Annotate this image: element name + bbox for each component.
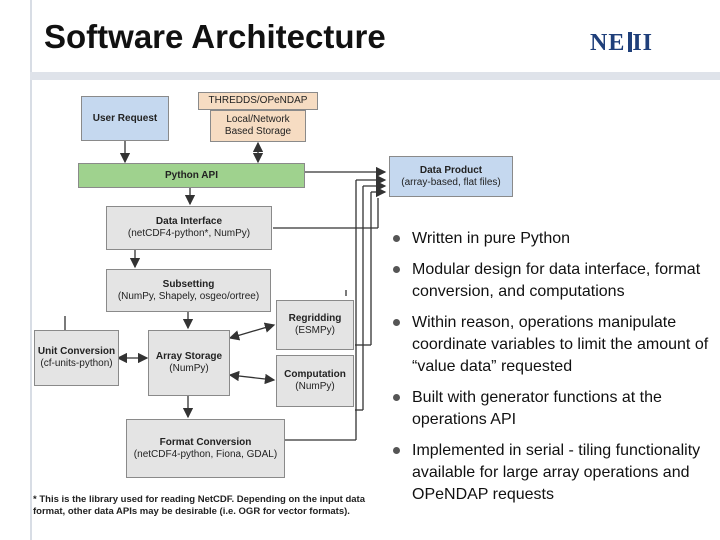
thredds-box: THREDDS/OPeNDAP	[198, 92, 318, 110]
bullet-text: Within reason, operations manipulate coo…	[412, 314, 709, 375]
data-interface-sub: (netCDF4-python*, NumPy)	[127, 228, 251, 239]
logo-text-2: II	[632, 30, 654, 56]
bullet-dot-icon	[393, 235, 400, 242]
thredds-label: THREDDS/OPeNDAP	[208, 95, 308, 106]
bullet-dot-icon	[393, 266, 400, 273]
data-product-sub: (array-based, flat files)	[401, 176, 501, 188]
data-interface-title: Data Interface	[155, 216, 223, 227]
logo-bar-icon	[628, 32, 633, 52]
slide-title: Software Architecture	[44, 18, 386, 55]
logo-text: NE	[590, 30, 626, 56]
computation-sub: (NumPy)	[295, 381, 335, 392]
regridding-title: Regridding	[288, 313, 342, 324]
format-conversion-box: Format Conversion (netCDF4-python, Fiona…	[126, 419, 285, 478]
unit-conversion-sub: (cf-units-python)	[40, 358, 113, 369]
bullet-text: Implemented in serial - tiling functiona…	[412, 442, 701, 503]
data-product-box: Data Product (array-based, flat files)	[389, 156, 513, 197]
slide-left-rule	[30, 0, 32, 540]
unit-conversion-title: Unit Conversion	[37, 346, 116, 357]
user-request-label: User Request	[92, 112, 158, 124]
bullet-text: Built with generator functions at the op…	[412, 389, 662, 428]
python-api-box: Python API	[78, 163, 305, 188]
bullet-list: Written in pure Python Modular design fo…	[390, 228, 715, 515]
bullet-item: Written in pure Python	[390, 228, 715, 250]
bullet-dot-icon	[393, 447, 400, 454]
bullet-dot-icon	[393, 394, 400, 401]
format-conversion-title: Format Conversion	[159, 436, 252, 448]
subsetting-box: Subsetting (NumPy, Shapely, osgeo/ortree…	[106, 269, 271, 312]
user-request-box: User Request	[81, 96, 169, 141]
data-product-title: Data Product	[419, 164, 483, 176]
unit-conversion-box: Unit Conversion (cf-units-python)	[34, 330, 119, 386]
data-interface-box: Data Interface (netCDF4-python*, NumPy)	[106, 206, 272, 250]
regridding-box: Regridding (ESMPy)	[276, 300, 354, 350]
bullet-text: Modular design for data interface, forma…	[412, 261, 701, 300]
computation-title: Computation	[284, 369, 346, 380]
format-conversion-sub: (netCDF4-python, Fiona, GDAL)	[133, 448, 278, 460]
regridding-sub: (ESMPy)	[295, 325, 335, 336]
computation-box: Computation (NumPy)	[276, 355, 354, 407]
bullet-text: Written in pure Python	[412, 230, 571, 247]
bullet-item: Within reason, operations manipulate coo…	[390, 312, 715, 378]
python-api-label: Python API	[165, 169, 218, 181]
subsetting-sub: (NumPy, Shapely, osgeo/ortree)	[117, 290, 260, 302]
array-storage-title: Array Storage	[155, 351, 223, 362]
array-storage-sub: (NumPy)	[169, 363, 209, 374]
bullet-item: Built with generator functions at the op…	[390, 387, 715, 431]
subsetting-title: Subsetting	[162, 278, 215, 290]
bullet-item: Modular design for data interface, forma…	[390, 259, 715, 303]
slide-header-rule	[30, 72, 720, 80]
bullet-dot-icon	[393, 319, 400, 326]
array-storage-box: Array Storage (NumPy)	[148, 330, 230, 396]
bullet-item: Implemented in serial - tiling functiona…	[390, 440, 715, 506]
footnote: * This is the library used for reading N…	[33, 494, 366, 517]
storage-box: Local/Network Based Storage	[210, 110, 306, 142]
storage-label: Local/Network Based Storage	[224, 114, 292, 137]
